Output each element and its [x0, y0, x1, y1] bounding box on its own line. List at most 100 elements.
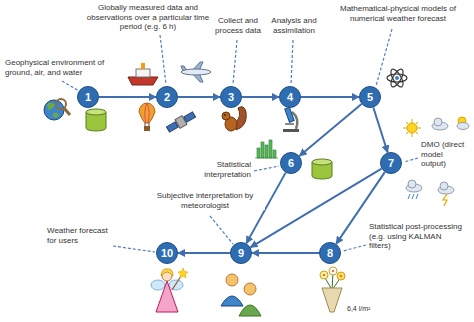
- database-cylinder: [312, 159, 332, 165]
- leader-line: [254, 166, 279, 171]
- weather-icon: [406, 122, 418, 134]
- step-circle: 10: [156, 242, 178, 264]
- annotation-text: Mathematical-physical models of numerica…: [326, 4, 470, 23]
- weather-icon: [406, 180, 454, 194]
- flow-arrow: [373, 107, 387, 152]
- balloon-icon: [149, 123, 150, 126]
- balloon-icon: [139, 103, 155, 123]
- flow-arrow: [178, 252, 230, 254]
- leader-line: [291, 40, 293, 84]
- weather-icon: [403, 117, 469, 206]
- weather-icon: [440, 182, 448, 190]
- annotation-text: Collect and process data: [211, 16, 265, 35]
- step-number: 10: [161, 248, 173, 259]
- database-cylinder: [86, 109, 106, 131]
- people-icon: [244, 283, 256, 295]
- step-number: 7: [388, 158, 394, 169]
- annotation-text: Subjective interpretation by meteorologi…: [145, 191, 265, 210]
- satellite-icon: [184, 112, 196, 122]
- bouquet-icon: [340, 275, 343, 278]
- plane-icon: [181, 62, 211, 82]
- fairy-icon: [151, 280, 165, 290]
- bouquet-icon: [322, 288, 342, 312]
- annotation-text: 6,4 l/m²: [346, 305, 386, 313]
- bar-chart-icon: [261, 142, 264, 158]
- microscope-icon: [283, 129, 299, 132]
- fairy-icon: [169, 280, 183, 290]
- flow-arrow: [178, 96, 220, 98]
- step-circle: 3: [220, 86, 242, 108]
- people-icon: [221, 274, 261, 316]
- flow-arrow: [301, 96, 359, 98]
- bouquet-icon: [337, 272, 345, 280]
- globe-icon: [47, 103, 59, 118]
- squirrel-icon: [222, 107, 246, 131]
- squirrel-icon: [224, 114, 226, 116]
- weather-icon: [403, 119, 421, 137]
- weather-icon: [408, 180, 416, 188]
- leader-line: [376, 29, 392, 86]
- bar-chart-icon: [257, 148, 260, 158]
- atom-icon: [387, 67, 407, 88]
- balloon-icon: [144, 126, 150, 131]
- step-circle: 2: [156, 86, 178, 108]
- microscope-icon: [283, 107, 299, 132]
- atom-icon: [389, 67, 406, 88]
- bar-chart-icon: [273, 150, 276, 158]
- balloon-icon: [145, 123, 146, 126]
- weather-icon: [434, 118, 442, 126]
- microscope-icon: [285, 123, 294, 125]
- step-circle: 5: [359, 86, 381, 108]
- leader-line: [404, 158, 418, 162]
- database-cylinder: [86, 109, 106, 115]
- annotation-text: Analysis and assimilation: [266, 16, 322, 35]
- flow-arrow: [250, 169, 381, 248]
- leader-line: [113, 246, 155, 252]
- step-number: 9: [238, 248, 244, 259]
- ship-icon: [136, 69, 150, 77]
- leader-line: [62, 81, 79, 91]
- bar-chart-icon: [269, 140, 272, 158]
- annotation-text: Statistical post-processing (e.g. using …: [368, 222, 466, 251]
- step-circle: 4: [279, 86, 301, 108]
- fairy-icon: [151, 268, 188, 312]
- ship-icon: [128, 63, 158, 85]
- squirrel-icon: [236, 107, 246, 130]
- database-cylinder: [312, 159, 332, 179]
- step-circle: 9: [230, 242, 252, 264]
- step-circle: 6: [280, 152, 302, 174]
- step-number: 2: [164, 92, 170, 103]
- balloon-icon: [139, 103, 155, 131]
- step-number: 5: [367, 92, 373, 103]
- atom-icon: [387, 74, 407, 82]
- atom-icon: [395, 76, 399, 80]
- weather-icon: [407, 123, 417, 133]
- annotation-text: Weather forecast for users: [46, 226, 118, 245]
- squirrel-icon: [222, 112, 230, 120]
- weather-icon: [408, 194, 418, 199]
- satellite-icon: [166, 110, 197, 134]
- flow-arrow: [299, 104, 361, 156]
- bouquet-icon: [320, 271, 328, 279]
- leader-line: [210, 216, 233, 244]
- step-number: 8: [327, 248, 333, 259]
- flow-arrow: [242, 96, 279, 98]
- weather-icon: [457, 123, 469, 130]
- step-number: 4: [287, 92, 293, 103]
- weather-icon: [412, 194, 414, 199]
- weather-icon: [432, 118, 448, 130]
- leader-line: [160, 35, 166, 84]
- step-number: 3: [228, 92, 234, 103]
- bouquet-icon: [323, 274, 326, 277]
- annotation-text: Geophysical environment of ground, air, …: [4, 58, 110, 77]
- globe-icon: [44, 99, 70, 120]
- weather-icon: [406, 122, 418, 134]
- leader-line: [233, 40, 237, 84]
- flow-arrow: [252, 252, 319, 254]
- people-icon: [226, 274, 238, 286]
- annotation-text: Statistical interpretation: [188, 160, 252, 179]
- step-circle: 1: [77, 86, 99, 108]
- fairy-icon: [178, 268, 188, 278]
- bouquet-icon: [329, 267, 337, 275]
